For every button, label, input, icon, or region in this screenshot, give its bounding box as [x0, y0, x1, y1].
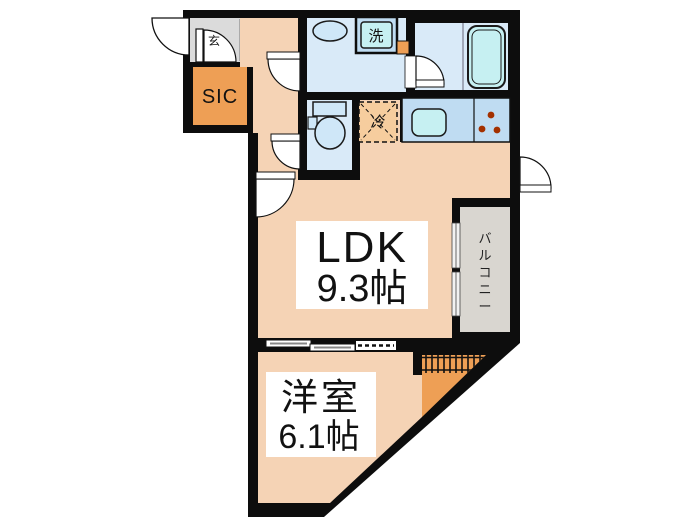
refrigerator-box: 冷	[358, 101, 398, 143]
kitchen-sink-icon	[411, 108, 447, 137]
toilet-door-leaf	[270, 133, 301, 142]
basin-icon	[312, 20, 348, 42]
toilet-flush-icon	[307, 116, 318, 130]
toilet-bowl-icon	[314, 116, 346, 150]
ldk-label: LDK	[316, 223, 408, 272]
ldk-size-label: 9.3帖	[317, 268, 408, 310]
balcony-window-2	[451, 271, 461, 317]
room-shoe-closet	[193, 67, 247, 125]
genkan-door-arc	[203, 29, 237, 63]
stove-burners-icon	[478, 111, 501, 134]
washing-machine-label: 洗	[368, 28, 383, 45]
shoe-closet-label: SIC	[202, 86, 238, 108]
balcony-label: バルコニー	[478, 231, 491, 314]
washroom-door-leaf	[266, 51, 301, 60]
side-door-leaf	[519, 184, 552, 193]
sliding-door-ldk	[265, 339, 396, 352]
balcony-window-1	[451, 222, 461, 269]
water-heater-box	[396, 40, 410, 55]
entrance-label: 玄	[208, 33, 220, 48]
ldk-label-box	[296, 221, 428, 309]
bathtub-inner-line	[471, 29, 502, 85]
genkan-door-leaf	[195, 28, 204, 63]
bathtub-icon	[467, 25, 506, 89]
western-room-size-label: 6.1帖	[278, 418, 359, 456]
entrance-door-arc	[151, 17, 190, 56]
western-room-label: 洋室	[281, 377, 361, 418]
ldk-door-leaf	[255, 171, 296, 180]
washroom-door-arc	[267, 58, 301, 92]
toilet-door-arc	[271, 140, 301, 170]
western-room-label-box	[266, 372, 376, 457]
bathroom-doorway-gap	[404, 55, 417, 89]
side-door-arc	[519, 156, 552, 189]
ldk-door-arc	[255, 178, 295, 218]
refrigerator-label: 冷	[370, 114, 385, 131]
bathroom-door-leaf	[415, 79, 445, 88]
room-balcony	[460, 207, 510, 332]
washing-machine-inner	[360, 21, 393, 49]
toilet-tank-icon	[312, 101, 347, 117]
